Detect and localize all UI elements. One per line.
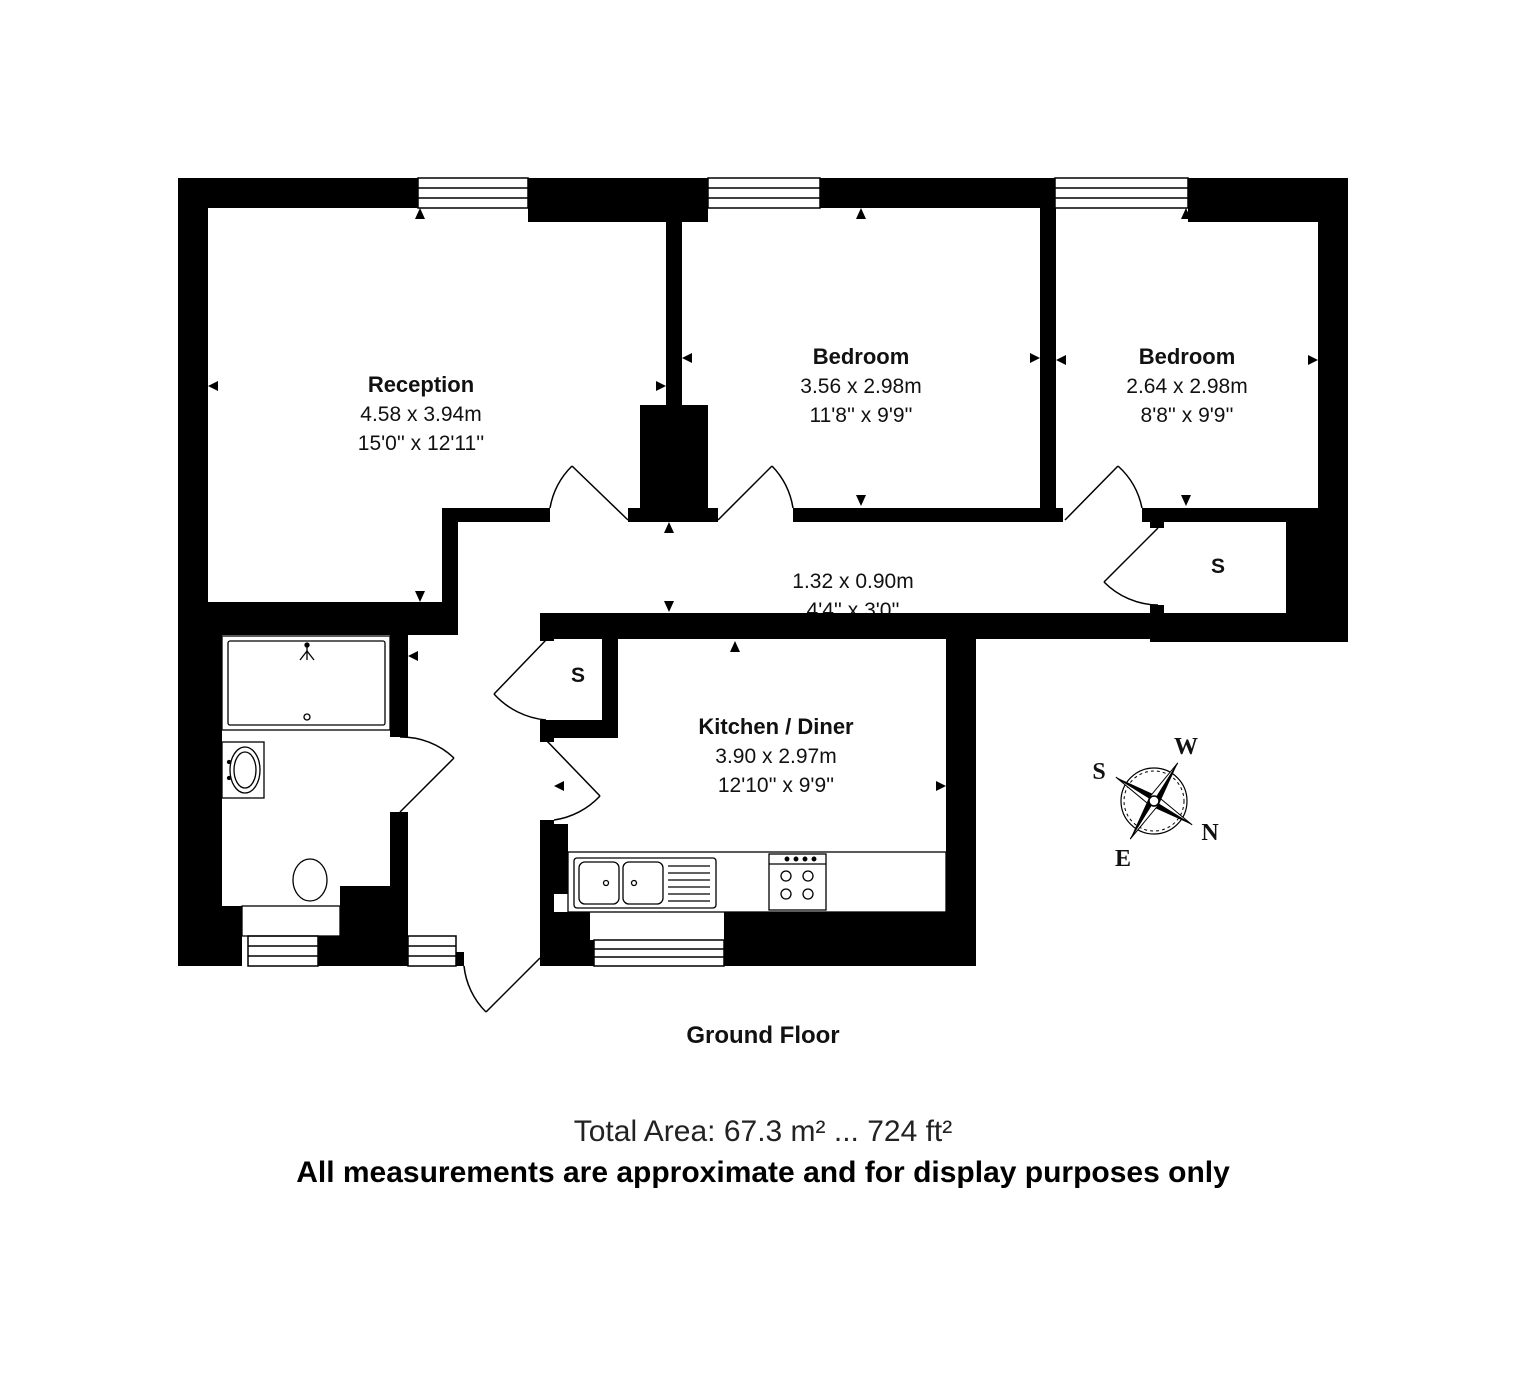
- room-name: Reception: [368, 372, 474, 397]
- room-bedroom-2: Bedroom 2.64 x 2.98m 8'8'' x 9'9'': [1126, 344, 1247, 427]
- door-entrance: [463, 957, 541, 1013]
- disclaimer: All measurements are approximate and for…: [296, 1156, 1230, 1189]
- kitchen-worktop: [567, 851, 947, 913]
- window-bedroom2: [1054, 177, 1189, 209]
- basin-icon: [221, 741, 265, 799]
- compass-w: W: [1174, 734, 1198, 760]
- compass-s: S: [1092, 759, 1105, 785]
- hob-icon: [768, 853, 827, 911]
- sink-icon: [573, 857, 717, 909]
- room-bedroom-1: Bedroom 3.56 x 2.98m 11'8'' x 9'9'': [800, 344, 921, 427]
- total-area: Total Area: 67.3 m² ... 724 ft²: [573, 1115, 953, 1148]
- door-bedroom1: [717, 465, 794, 521]
- window-bedroom1: [707, 177, 821, 209]
- compass-rose-icon: W S N E: [1092, 734, 1219, 872]
- room-name: Bedroom: [813, 344, 910, 369]
- room-imperial: 4'4'' x 3'0'': [807, 599, 900, 622]
- room-metric: 1.32 x 0.90m: [792, 570, 913, 593]
- compass-e: E: [1115, 846, 1131, 872]
- door-kitchen: [545, 739, 601, 821]
- fixtures: [221, 635, 947, 937]
- room-hallway: 1.32 x 0.90m 4'4'' x 3'0'': [792, 570, 913, 622]
- room-imperial: 15'0'' x 12'11'': [358, 432, 484, 455]
- door-reception: [549, 465, 629, 521]
- windows: [247, 177, 1189, 967]
- room-metric: 3.56 x 2.98m: [800, 375, 921, 398]
- window-reception: [417, 177, 529, 209]
- store-label-left: S: [571, 664, 585, 687]
- compass-n: N: [1201, 820, 1219, 846]
- room-reception: Reception 4.58 x 3.94m 15'0'' x 12'11'': [358, 372, 484, 455]
- floor-title: Ground Floor: [686, 1022, 840, 1049]
- room-imperial: 8'8'' x 9'9'': [1141, 404, 1234, 427]
- bath-icon: [221, 635, 391, 731]
- room-imperial: 11'8'' x 9'9'': [809, 404, 912, 427]
- room-imperial: 12'10'' x 9'9'': [718, 774, 834, 797]
- room-kitchen: Kitchen / Diner 3.90 x 2.97m 12'10'' x 9…: [698, 714, 854, 797]
- door-bathroom: [399, 736, 455, 813]
- door-store-left: [493, 639, 547, 721]
- door-store-right: [1103, 527, 1159, 606]
- door-bedroom2: [1064, 465, 1143, 521]
- window-bathroom-2: [407, 935, 457, 967]
- room-name: Bedroom: [1139, 344, 1236, 369]
- window-bathroom-1: [247, 935, 319, 967]
- store-label-right: S: [1211, 555, 1225, 578]
- room-metric: 2.64 x 2.98m: [1126, 375, 1247, 398]
- measure-arrows: [208, 208, 1318, 938]
- window-kitchen: [593, 939, 725, 967]
- room-metric: 3.90 x 2.97m: [715, 745, 836, 768]
- toilet-icon: [241, 858, 341, 937]
- walls: [178, 178, 1348, 966]
- room-name: Kitchen / Diner: [698, 714, 854, 739]
- doors: [399, 465, 1159, 1013]
- room-metric: 4.58 x 3.94m: [360, 403, 481, 426]
